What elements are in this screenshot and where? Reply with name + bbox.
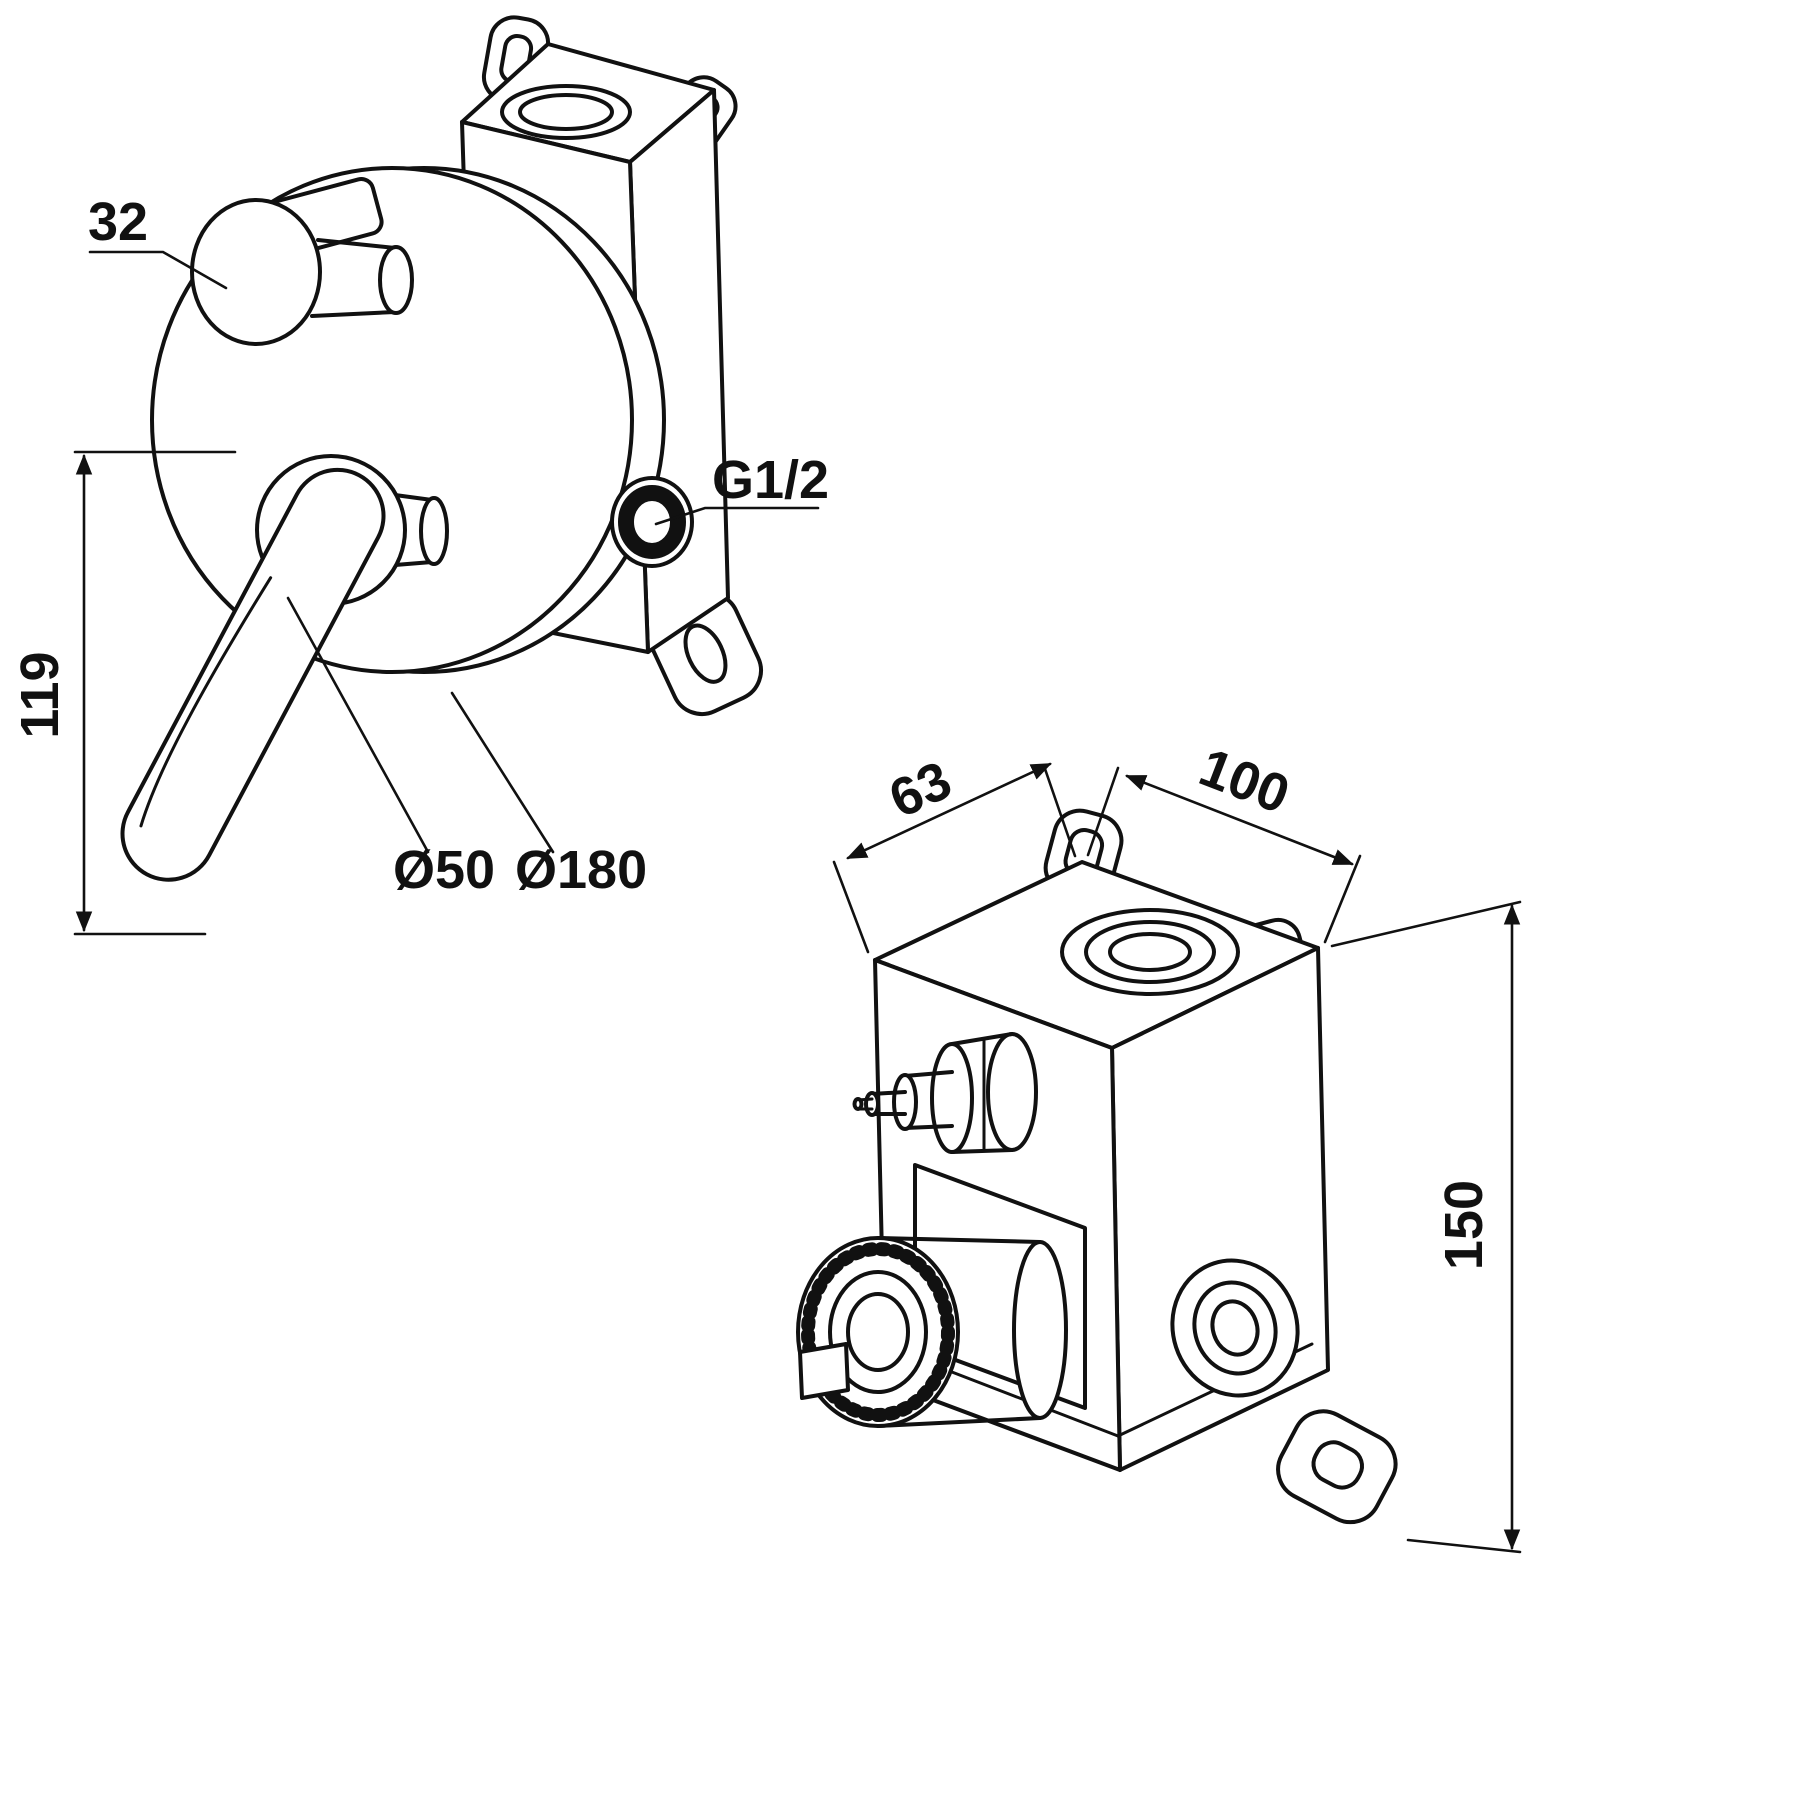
box-view: [796, 808, 1398, 1525]
label-plate-diameter: Ø180: [515, 840, 647, 900]
isobox-side-port: [1170, 1258, 1300, 1398]
front-view: [120, 15, 763, 882]
diverter-knob: [190, 176, 414, 346]
label-depth: 63: [880, 750, 960, 830]
label-width: 100: [1192, 737, 1298, 825]
box-bottom-flange-icon: [1276, 1409, 1398, 1525]
label-handle-base-diameter: Ø50: [393, 840, 495, 900]
box-view-dimensions: [832, 762, 1522, 1554]
label-knob-diameter: 32: [88, 192, 148, 252]
leader-g12: [654, 506, 820, 526]
cartridge-square-stub: [798, 1342, 850, 1400]
front-view-dimensions: [73, 250, 820, 936]
leader-32: [88, 250, 228, 290]
dim-line-100: [1125, 774, 1354, 866]
lower-cartridge: [796, 1236, 1068, 1428]
g12-outlet-port: [610, 476, 694, 568]
upper-cartridge: [852, 1032, 1038, 1154]
dim-line-63: [846, 762, 1052, 860]
leader-d50: [286, 596, 430, 854]
front-view-labels: 32 119 Ø50 Ø180 G1/2: [10, 192, 829, 900]
isobox-top-port: [1060, 908, 1240, 996]
label-handle-height: 119: [10, 651, 70, 738]
leader-d180: [450, 691, 555, 854]
label-height: 150: [1434, 1180, 1494, 1270]
lever-handle: [120, 454, 449, 882]
label-connection-thread: G1/2: [712, 450, 829, 510]
